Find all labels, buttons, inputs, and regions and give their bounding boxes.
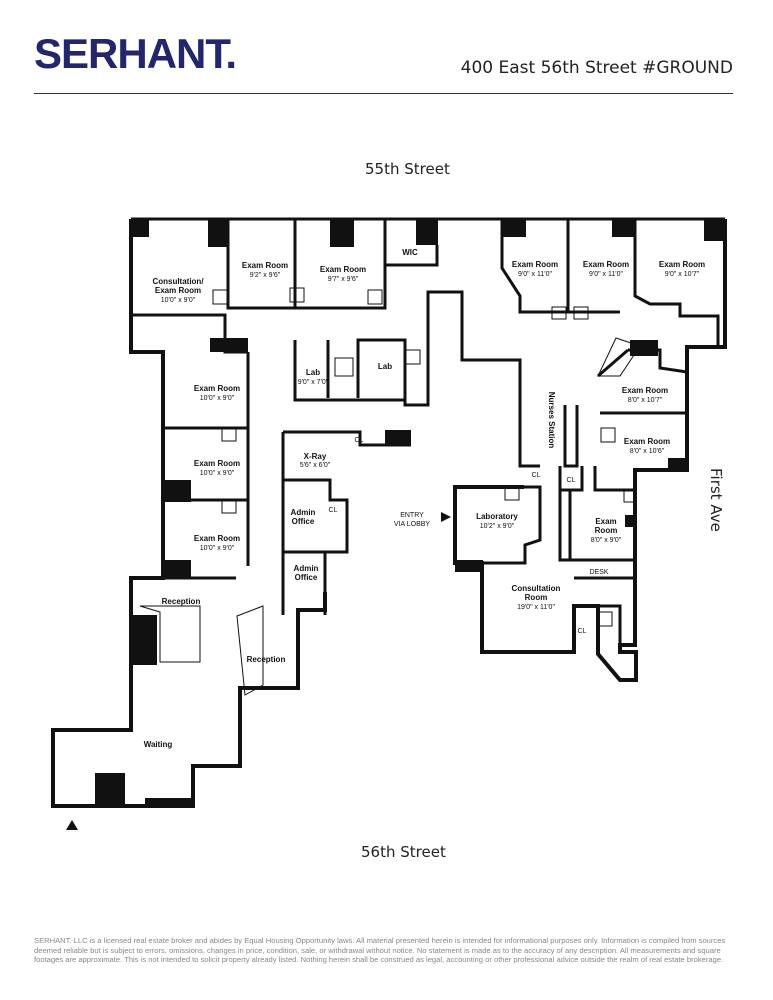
room-name: Admin [294, 564, 319, 573]
interior-walls [131, 219, 720, 652]
room-name: Laboratory [476, 512, 518, 521]
room-dimensions: 8'0" x 9'0" [591, 537, 622, 544]
room-name: Exam Room [622, 386, 668, 395]
room-name: Admin [291, 508, 316, 517]
exterior-walls [51, 217, 727, 808]
street-south: 56th Street [361, 843, 446, 861]
room-dimensions: 19'0" x 11'0" [517, 604, 555, 611]
room-name: Exam Room [194, 534, 240, 543]
room-name: Exam Room [155, 286, 201, 295]
room-name: Room [525, 593, 548, 602]
closet-label: CL [532, 472, 541, 479]
room-dimensions: 10'2" x 9'0" [480, 523, 515, 530]
entry-label: VIA LOBBY [394, 521, 431, 528]
room-name: X-Ray [304, 452, 327, 461]
structural-columns [95, 219, 725, 806]
room-dimensions: 9'0" x 10'7" [665, 271, 700, 278]
entry-arrow-icon [66, 820, 78, 830]
room-labels: Consultation/ Exam Room 10'0" x 9'0" Exa… [144, 248, 705, 749]
room-name: Exam Room [242, 261, 288, 270]
room-dimensions: 5'6" x 6'0" [300, 462, 331, 469]
room-dimensions: 10'0" x 9'0" [200, 545, 235, 552]
brand-logo: SERHANT. [34, 30, 237, 77]
room-name: Room [595, 526, 618, 535]
room-name: Exam Room [659, 260, 705, 269]
closet-label: CL [355, 437, 364, 444]
listing-address: 400 East 56th Street #GROUND [460, 58, 733, 78]
room-name: Reception [247, 655, 286, 664]
room-dimensions: 9'0" x 11'0" [518, 271, 552, 278]
room-name: Reception [162, 597, 201, 606]
room-dimensions: 9'2" x 9'6" [250, 272, 281, 279]
room-dimensions: 8'0" x 10'7" [628, 397, 663, 404]
closet-label: CL [567, 477, 576, 484]
room-name: WIC [402, 248, 418, 257]
room-dimensions: 10'0" x 9'0" [161, 297, 196, 304]
room-dimensions: 10'0" x 9'0" [200, 395, 235, 402]
room-dimensions: 10'0" x 9'0" [200, 470, 235, 477]
entry-label: ENTRY [400, 512, 424, 519]
room-name: Exam [595, 517, 616, 526]
room-name: Exam Room [194, 459, 240, 468]
header-divider [34, 93, 733, 94]
room-name: Waiting [144, 740, 173, 749]
room-dimensions: 9'0" x 7'0" [298, 379, 329, 386]
closet-label: CL [329, 507, 338, 514]
room-name: Lab [378, 362, 392, 371]
room-name: Exam Room [624, 437, 670, 446]
closet-label: CL [578, 628, 587, 635]
room-name: Exam Room [320, 265, 366, 274]
room-name: Exam Room [194, 384, 240, 393]
legal-disclaimer: SERHANT. LLC is a licensed real estate b… [34, 936, 726, 965]
lobby-entry-arrow-icon [441, 512, 451, 522]
room-dimensions: 9'0" x 11'0" [589, 271, 623, 278]
room-dimensions: 8'0" x 10'6" [630, 448, 665, 455]
desk-label: DESK [589, 569, 608, 576]
room-name: Exam Room [583, 260, 629, 269]
room-name: Nurses Station [547, 392, 556, 449]
room-name: Consultation/ [152, 277, 204, 286]
room-dimensions: 9'7" x 9'6" [328, 276, 359, 283]
room-name: Lab [306, 368, 320, 377]
room-name: Office [292, 517, 315, 526]
street-north: 55th Street [365, 160, 450, 178]
room-name: Office [295, 573, 318, 582]
room-name: Exam Room [512, 260, 558, 269]
room-name: Consultation [512, 584, 561, 593]
